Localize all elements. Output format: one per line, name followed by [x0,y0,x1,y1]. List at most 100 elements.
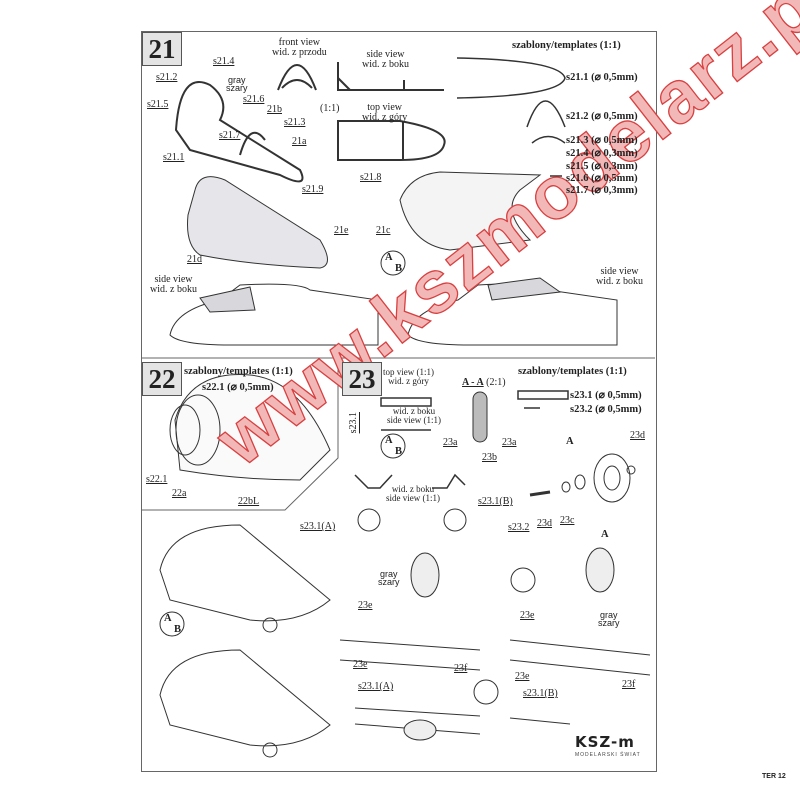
scale-label: (1:1) [320,103,340,114]
section-label: A - A (2:1) [462,377,506,388]
step-number-22: 22 [142,362,182,396]
template-spec: s21.4 (⌀ 0,3mm) [566,148,638,159]
side-view-right-en: side view [600,266,639,277]
part-label: s23.1 [348,412,359,434]
part-label: 23d [630,430,645,441]
part-label: s23.1(B) [478,496,513,507]
cowling-assembly-drawings [159,524,331,758]
top-view-23-en: top view (1:1) [383,367,434,377]
templates-title-23: szablony/templates (1:1) [518,366,627,377]
ab-icon-a: A [385,252,393,263]
top-view-23-pl: wid. z góry [388,376,429,386]
gray-en: gray [228,75,246,85]
part-label: 23c [560,515,575,526]
part-label: s21.1 [163,152,185,163]
gray-en: gray [600,610,618,620]
top-view-en: top view [367,102,402,113]
templates-title-21: szablony/templates (1:1) [512,40,621,51]
brand-logo: KSZ-m [575,733,635,751]
part-label: s21.2 [156,72,178,83]
part-label: s21.4 [213,56,235,67]
side-view-drawing [337,62,444,91]
part-label: 21e [334,225,349,236]
section-mark: A [566,436,574,447]
section-mark: A [601,529,609,540]
side-view-left-pl: wid. z boku [150,284,197,295]
ab-icon-b: B [395,263,403,274]
part-label: 23e [358,600,373,611]
template-spec: s21.3 (⌀ 0,5mm) [566,135,638,146]
fuselage-top-drawing [399,171,542,251]
part-label: 23b [482,452,497,463]
front-view-en: front view [278,37,321,48]
template-spec: s21.1 (⌀ 0,5mm) [566,72,638,83]
part-label: 23e [353,659,368,670]
ab-icon-b: B [395,446,403,457]
part-label: 23e [520,610,535,621]
template-spec: s22.1 (⌀ 0,5mm) [202,382,274,393]
side-view-23-pl: wid. z boku [392,406,436,416]
section-scale: (2:1) [486,377,506,388]
part-label: s21.6 [243,94,265,105]
part-label: s21.8 [360,172,382,183]
strut-templates-drawing [354,390,569,489]
part-label: 23f [622,679,636,690]
gray-pl: szary [378,577,400,587]
templates-title-22: szablony/templates (1:1) [184,366,293,377]
part-label: 21a [292,136,307,147]
step-number-23: 23 [342,362,382,396]
template-spec: s21.5 (⌀ 0,3mm) [566,161,638,172]
top-view-pl: wid. z góry [362,112,408,123]
template-spec: s23.1 (⌀ 0,5mm) [570,390,642,401]
canopy-glazed-drawing [187,176,328,269]
part-label: 22a [172,488,187,499]
side-view-left-drawing [169,283,379,346]
part-label: s21.7 [219,130,241,141]
side-view-right-pl: wid. z boku [596,276,643,287]
part-label: s23.1(A) [300,521,336,532]
part-label: 23a [443,437,458,448]
brand-subtitle: MODELARSKI ŚWIAT [575,752,641,758]
part-label: 23e [515,671,530,682]
part-label: s23.2 [508,522,530,533]
template-spec: s23.2 (⌀ 0,5mm) [570,404,642,415]
part-label: s23.1(B) [523,688,558,699]
template-spec: s21.2 (⌀ 0,5mm) [566,111,638,122]
ab-icon-a: A [385,435,393,446]
side-view-pl: wid. z boku [362,59,409,70]
template-spec: s21.7 (⌀ 0,3mm) [566,185,638,196]
gray-pl: szary [598,618,620,628]
gray-en: gray [380,569,398,579]
side-view-left-en: side view [154,274,193,285]
part-label: 21d [187,254,202,265]
part-label: 21c [376,225,391,236]
top-view-23-label: top view (1:1)wid. z góry [383,368,434,386]
part-label: 23f [454,663,468,674]
side-view-right-drawing [407,277,618,346]
divider-22 [141,358,339,511]
ab-toggle-icons [159,250,536,705]
wheel-section-drawing [472,391,488,443]
part-label: s21.3 [284,117,306,128]
front-view-pl: wid. z przodu [272,47,327,58]
template-spec: s21.6 (⌀ 0,5mm) [566,173,638,184]
part-label: 22bL [238,496,260,507]
side-view-23b-en: side view (1:1) [386,493,440,503]
section-name: A - A [462,377,484,388]
part-label: 23d [537,518,552,529]
gray-pl: szary [226,83,248,93]
wheel-strut-drawings [339,508,651,741]
ab-icon-a: A [164,613,172,624]
side-view-23-en: side view (1:1) [387,415,441,425]
part-label: s21.5 [147,99,169,110]
part-label: 21b [267,104,282,115]
